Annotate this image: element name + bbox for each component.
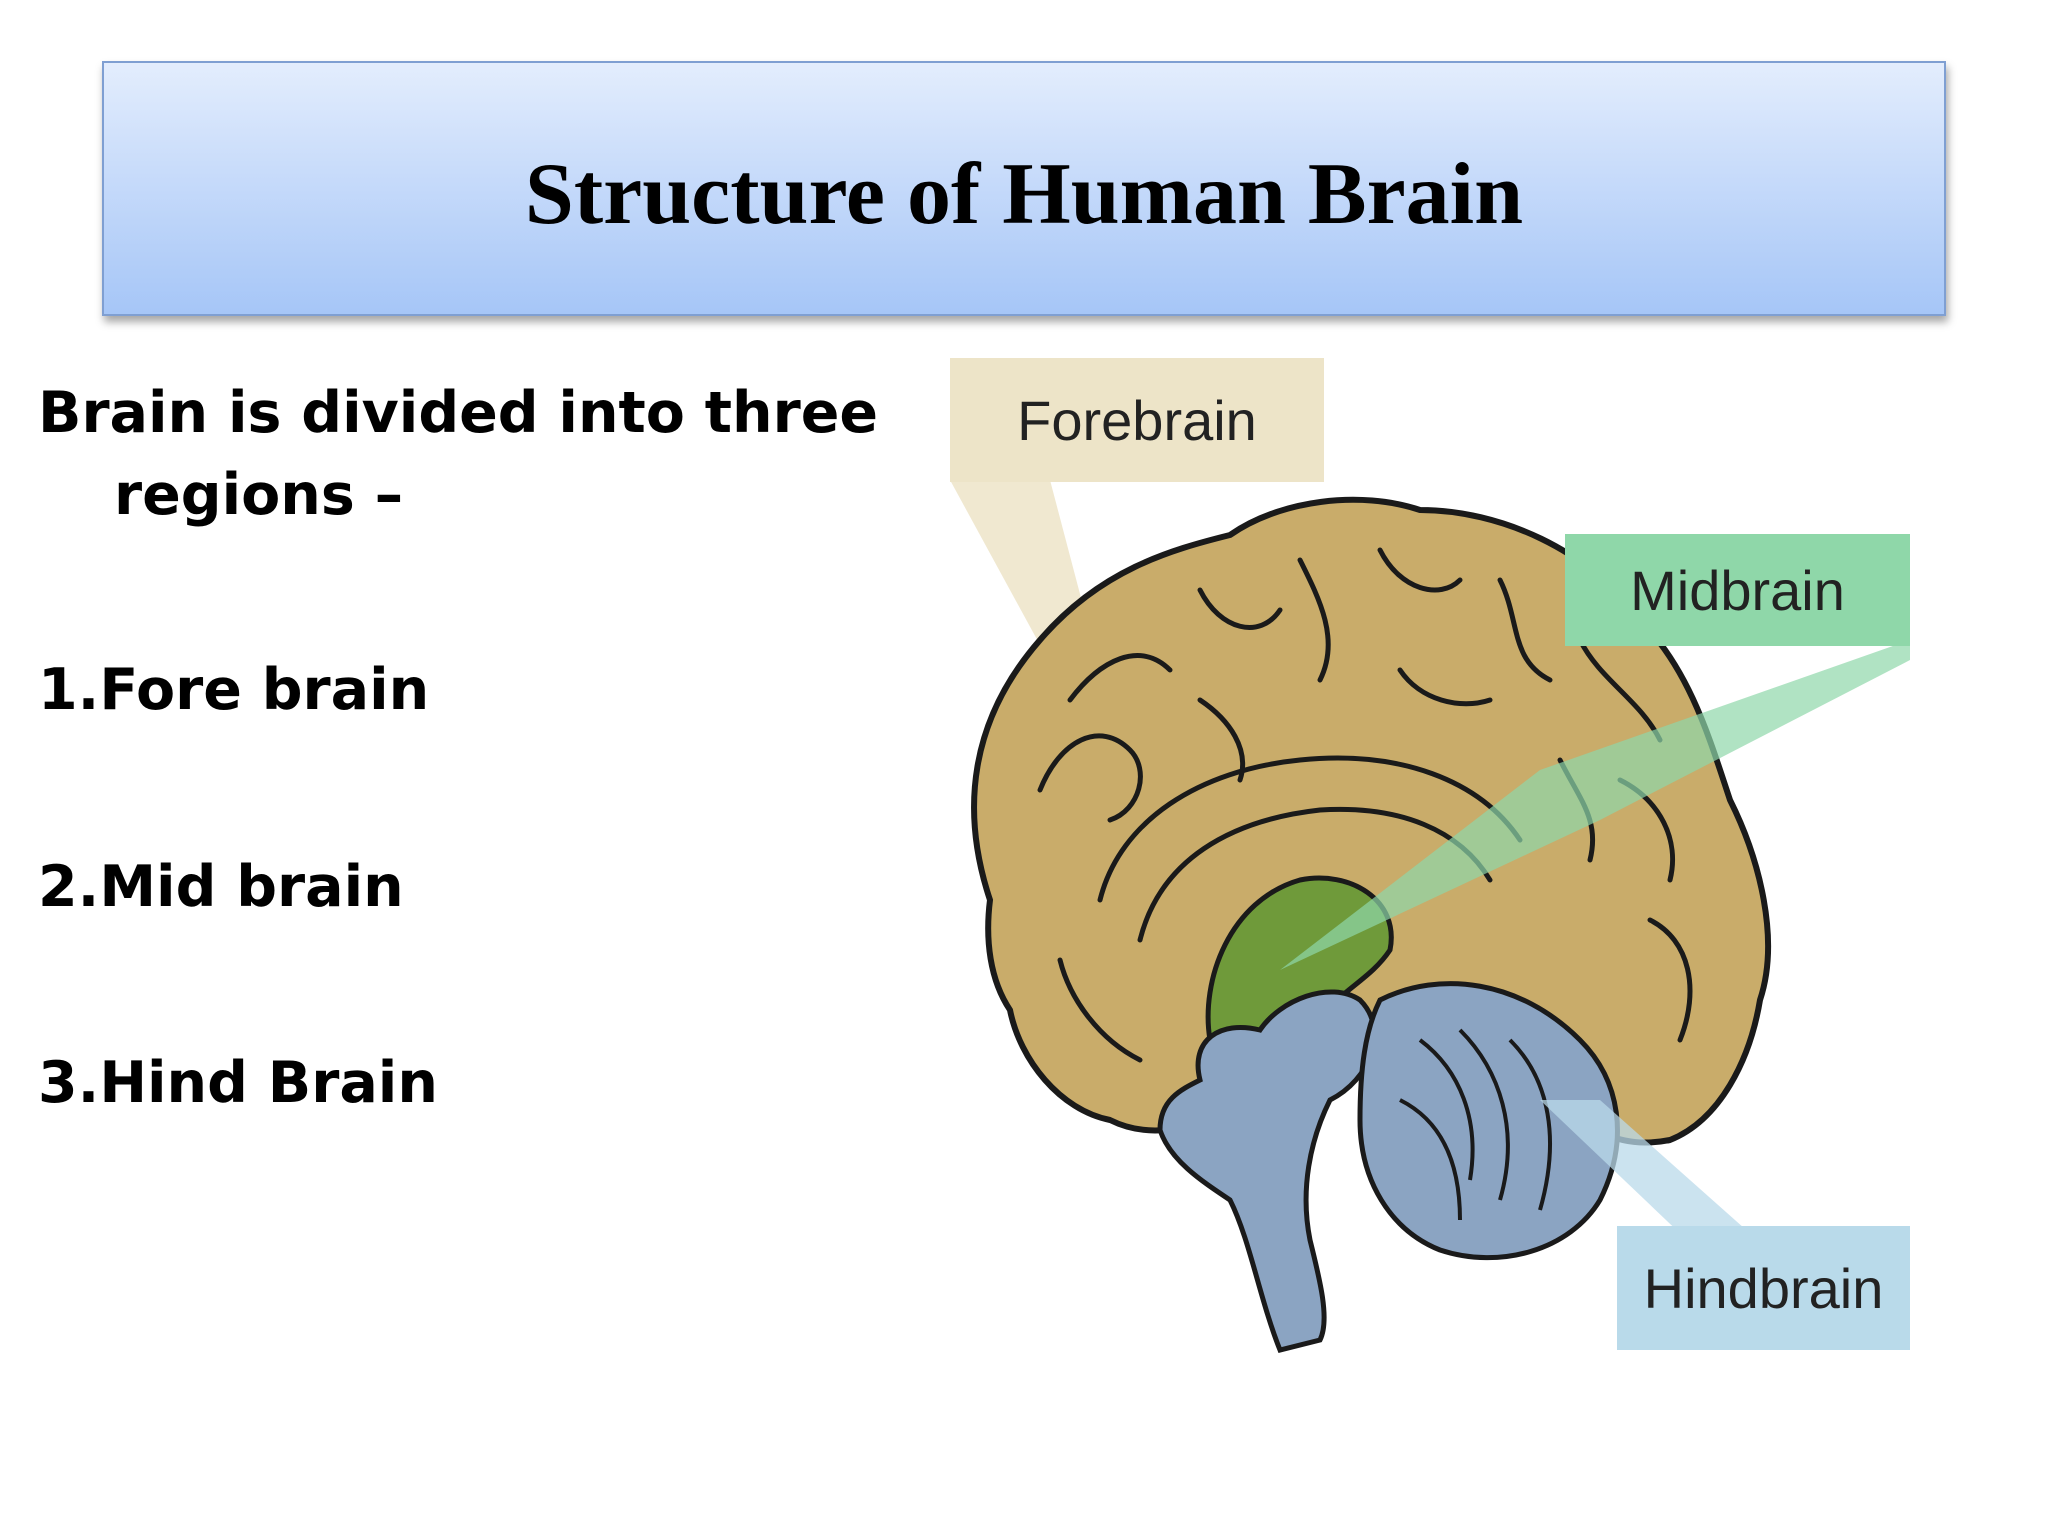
cerebellum-shape — [1357, 981, 1620, 1261]
cerebellum-folia — [1399, 1028, 1552, 1221]
brainstem-shape — [1157, 989, 1377, 1353]
region-item-hindbrain: 3.Hind Brain — [38, 1050, 438, 1116]
midbrain-label: Midbrain — [1630, 558, 1845, 622]
title-banner: Structure of Human Brain — [102, 61, 1946, 316]
intro-line-1: Brain is divided into three — [38, 380, 879, 446]
midbrain-label-box: Midbrain — [1565, 534, 1910, 646]
forebrain-label: Forebrain — [1017, 388, 1257, 452]
region-item-forebrain: 1.Fore brain — [38, 657, 430, 723]
hindbrain-label-box: Hindbrain — [1617, 1226, 1910, 1350]
region-item-midbrain: 2.Mid brain — [38, 854, 404, 920]
brain-illustration — [950, 480, 1910, 1353]
intro-line-2: regions – — [114, 462, 404, 528]
forebrain-label-box: Forebrain — [950, 358, 1324, 482]
intro-text: Brain is divided into three regions – — [38, 372, 914, 536]
hindbrain-label: Hindbrain — [1643, 1256, 1884, 1320]
midbrain-pointer — [1280, 640, 1910, 970]
brain-diagram: Forebrain Midbrain Hindbrain — [900, 340, 1940, 1360]
slide-title: Structure of Human Brain — [524, 146, 1524, 243]
